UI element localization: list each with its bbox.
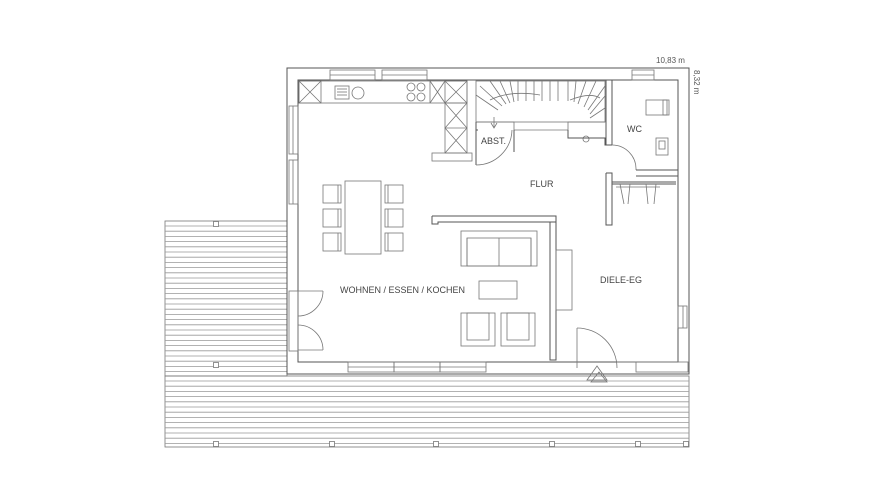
wardrobe bbox=[616, 183, 660, 205]
sofa bbox=[460, 230, 538, 267]
deck-post bbox=[213, 221, 219, 227]
windows-left bbox=[288, 105, 299, 205]
terrace-doors bbox=[288, 290, 324, 352]
stair-tread bbox=[589, 95, 606, 115]
bench bbox=[555, 249, 573, 311]
windows-top bbox=[329, 69, 655, 81]
toilet-icon bbox=[655, 137, 669, 156]
coffee-table bbox=[478, 280, 518, 300]
wc-room bbox=[605, 80, 678, 177]
stair-tread bbox=[479, 85, 503, 107]
kitchen-counter bbox=[298, 80, 473, 162]
room-label-wc: WC bbox=[627, 124, 642, 134]
stair-tread bbox=[475, 94, 499, 111]
armchairs bbox=[460, 312, 536, 347]
storage-room bbox=[475, 122, 515, 166]
deck-post bbox=[329, 441, 335, 447]
deck-post bbox=[635, 441, 641, 447]
room-label-wohnen: WOHNEN / ESSEN / KOCHEN bbox=[340, 285, 465, 295]
deck-post bbox=[213, 441, 219, 447]
stove-icon bbox=[406, 82, 426, 102]
room-label-flur: FLUR bbox=[530, 179, 554, 189]
terrace-deck bbox=[164, 220, 690, 448]
window-right bbox=[677, 305, 688, 329]
stair-tread bbox=[583, 80, 597, 108]
entrance-arrow-icon bbox=[586, 365, 608, 383]
stair-tread bbox=[509, 80, 515, 103]
entrance-door bbox=[576, 327, 636, 369]
stair-arrow-icon bbox=[490, 117, 590, 143]
diele-walls bbox=[605, 172, 676, 226]
deck-post bbox=[683, 441, 689, 447]
deck-post bbox=[433, 441, 439, 447]
staircase bbox=[475, 80, 606, 131]
windows-bottom bbox=[347, 361, 689, 373]
sink-icon bbox=[334, 85, 365, 100]
dining-table bbox=[322, 180, 404, 255]
dimension-height: 8,32 m bbox=[692, 70, 701, 95]
dimension-width: 10,83 m bbox=[656, 56, 685, 65]
room-label-diele: DIELE-EG bbox=[600, 275, 642, 285]
exterior-walls bbox=[286, 67, 690, 375]
stair-tread bbox=[589, 107, 606, 119]
stair-tread bbox=[499, 80, 511, 104]
room-label-abst: ABST. bbox=[481, 136, 506, 146]
deck-post bbox=[549, 441, 555, 447]
stair-tread bbox=[587, 85, 606, 111]
stair-tread bbox=[489, 80, 507, 105]
washbasin-icon bbox=[645, 99, 670, 116]
stair-landing-wall bbox=[567, 130, 612, 146]
deck-post bbox=[213, 362, 219, 368]
stair-tread bbox=[577, 80, 587, 105]
